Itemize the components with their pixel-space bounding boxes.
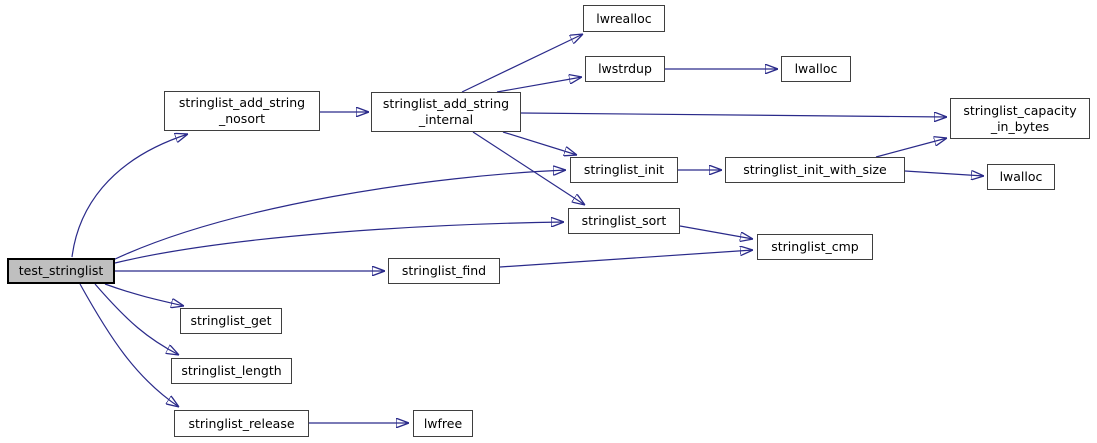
node-stringlist_sort[interactable]: stringlist_sort: [568, 208, 680, 234]
node-label: stringlist_release: [188, 415, 295, 431]
node-stringlist_length[interactable]: stringlist_length: [171, 358, 292, 384]
node-stringlist_init_with_size[interactable]: stringlist_init_with_size: [725, 157, 905, 183]
node-lwfree[interactable]: lwfree: [413, 410, 473, 437]
node-label: lwstrdup: [598, 61, 652, 76]
edge-stringlist_init_with_size-stringlist_capacity_in_bytes: [875, 138, 947, 158]
node-label: _nosort: [218, 111, 266, 126]
node-label: stringlist_add_string: [382, 96, 510, 111]
edge-test_stringlist-stringlist_get: [104, 283, 184, 306]
node-stringlist_add_string_internal[interactable]: stringlist_add_string _internal: [371, 92, 521, 132]
edge-test_stringlist-stringlist_init: [112, 170, 566, 261]
edge-stringlist_add_string_internal-stringlist_sort: [472, 131, 585, 205]
node-stringlist_cmp[interactable]: stringlist_cmp: [757, 234, 873, 260]
node-stringlist_find[interactable]: stringlist_find: [388, 258, 500, 284]
node-lwalloc-top[interactable]: lwalloc: [781, 56, 851, 82]
edge-test_stringlist-stringlist_sort: [114, 222, 564, 264]
edge-test_stringlist-stringlist_length: [94, 283, 179, 355]
node-label: stringlist_get: [190, 313, 272, 328]
edge-stringlist_sort-stringlist_cmp: [679, 225, 753, 239]
edge-stringlist_add_string_internal-stringlist_init: [502, 131, 577, 155]
node-stringlist_init[interactable]: stringlist_init: [570, 157, 678, 183]
node-stringlist_capacity_in_bytes[interactable]: stringlist_capacity _in_bytes: [950, 98, 1090, 139]
node-lwstrdup[interactable]: lwstrdup: [585, 56, 665, 82]
node-label: stringlist_add_string: [178, 95, 306, 110]
edge-stringlist_add_string_internal-lwrealloc: [461, 34, 583, 93]
node-stringlist_release[interactable]: stringlist_release: [174, 410, 309, 437]
node-label: lwalloc: [794, 61, 838, 76]
node-label: stringlist_capacity: [963, 102, 1077, 118]
node-label: stringlist_cmp: [771, 239, 859, 254]
node-stringlist_get[interactable]: stringlist_get: [180, 308, 282, 334]
node-lwalloc-bottom[interactable]: lwalloc: [987, 164, 1055, 190]
edge-test_stringlist-stringlist_release: [79, 283, 179, 407]
node-test_stringlist[interactable]: test_stringlist: [7, 258, 115, 284]
node-label: test_stringlist: [18, 263, 104, 278]
node-label: stringlist_sort: [581, 213, 667, 228]
node-label: _in_bytes: [990, 118, 1050, 134]
node-label: lwalloc: [999, 169, 1043, 184]
node-label: _internal: [418, 112, 474, 127]
node-label: stringlist_find: [401, 263, 487, 278]
node-label: stringlist_init: [583, 162, 665, 177]
edge-stringlist_find-stringlist_cmp: [499, 250, 753, 268]
node-label: lwfree: [423, 415, 463, 431]
node-label: stringlist_length: [181, 363, 282, 378]
edge-test_stringlist-stringlist_add_string_nosort: [71, 134, 188, 258]
node-label: lwrealloc: [596, 10, 652, 26]
node-stringlist_add_string_nosort[interactable]: stringlist_add_string _nosort: [164, 91, 320, 131]
node-lwrealloc[interactable]: lwrealloc: [583, 5, 665, 32]
node-label: stringlist_init_with_size: [743, 162, 887, 177]
edge-stringlist_init_with_size-lwalloc_bottom: [904, 171, 984, 176]
edge-stringlist_add_string_internal-lwstrdup: [496, 77, 582, 93]
edge-stringlist_add_string_internal-stringlist_capacity_in_bytes: [520, 113, 947, 117]
